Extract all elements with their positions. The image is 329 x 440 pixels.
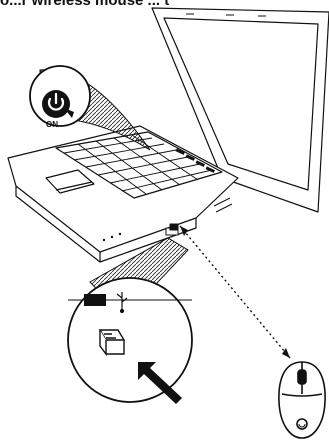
on-label: ON xyxy=(46,120,58,129)
signal-dotted-line xyxy=(180,226,290,358)
usb-port xyxy=(84,294,106,306)
wireless-mouse-icon xyxy=(279,362,325,438)
power-callout xyxy=(30,66,150,150)
usb-callout xyxy=(68,238,192,404)
laptop-icon xyxy=(8,8,329,262)
